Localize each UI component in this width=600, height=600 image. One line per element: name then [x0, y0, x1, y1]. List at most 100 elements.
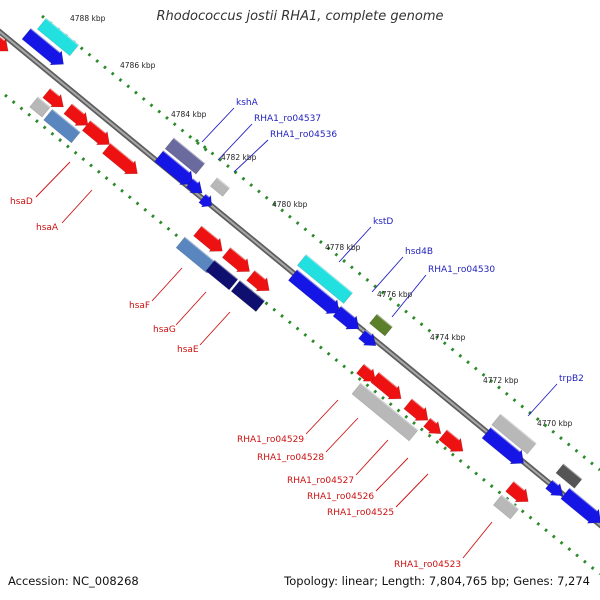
gene-slate-1 — [164, 137, 206, 175]
gene-gray-3 — [351, 382, 419, 442]
gene-red-12 — [438, 428, 464, 452]
gene-cyan-top-shine — [45, 17, 80, 46]
gene-red-3-shape — [81, 120, 110, 146]
leader-blue — [527, 383, 558, 417]
gene-red-3-shine — [89, 119, 107, 134]
gene-blue-7-shape — [358, 329, 377, 347]
gene-slate-1-shape — [164, 137, 206, 175]
gene-label-hsd4b: hsd4B — [405, 247, 433, 257]
gene-label-rha1_ro04530: RHA1_ro04530 — [428, 265, 495, 275]
leader-red — [462, 521, 493, 559]
gene-red-4-shine — [110, 142, 135, 164]
gene-olive-1-shine — [376, 313, 394, 328]
leader-blue — [391, 274, 427, 318]
gene-red-2-shine — [71, 102, 86, 115]
gene-label-kstd: kstD — [373, 217, 393, 227]
accession-text: Accession: NC_008268 — [8, 574, 139, 588]
gene-label-rha1_ro04523: RHA1_ro04523 — [394, 560, 461, 570]
gene-red-13-shape — [505, 480, 529, 503]
gene-steel-1-shape — [43, 108, 81, 144]
leader-red — [355, 439, 389, 476]
leader-blue — [338, 226, 372, 263]
gene-gray-4 — [491, 413, 537, 455]
gene-features — [0, 17, 600, 524]
gene-red-6-shape — [221, 247, 250, 273]
gene-cyan-2 — [296, 253, 354, 304]
gene-red-9-shine — [378, 371, 399, 389]
leader-red — [35, 161, 71, 198]
gene-red-10-shine — [411, 397, 426, 410]
topology-text: Topology: linear; Length: 7,804,765 bp; … — [284, 574, 590, 588]
gene-label-trpb2: trpB2 — [559, 374, 584, 384]
gene-red-9 — [370, 371, 402, 400]
gene-gray-1 — [29, 96, 51, 118]
gene-slate-1-shine — [173, 137, 206, 165]
gene-red-11 — [423, 417, 442, 435]
ruler-line-1 — [195, 138, 600, 472]
leader-red — [375, 457, 409, 492]
gene-gray-4-shape — [491, 413, 537, 455]
gene-red-1-shape — [42, 87, 64, 108]
gene-dark-1 — [555, 462, 583, 489]
gene-gray-3-shape — [351, 382, 419, 442]
gene-blue-7 — [358, 329, 377, 347]
gene-red-3 — [81, 119, 110, 146]
gene-red-1-shine — [49, 87, 61, 97]
gene-blue-9-shape — [545, 479, 564, 497]
gene-cyan-2-shape — [296, 254, 354, 304]
gene-red-11-shine — [429, 417, 438, 424]
gene-red-4-shape — [101, 142, 138, 175]
gene-red-11-shape — [423, 417, 442, 435]
gene-blue-top-shape — [21, 27, 64, 66]
gene-label-hsaa: hsaA — [36, 223, 59, 233]
label-leaders — [35, 107, 558, 559]
gene-navy-1 — [205, 259, 239, 291]
leader-red — [325, 417, 359, 453]
gene-blue-6 — [332, 305, 360, 330]
gene-red-9-shape — [370, 371, 402, 400]
gene-label-hsaf: hsaF — [129, 301, 150, 311]
gene-blue-5 — [287, 268, 340, 314]
leader-blue — [217, 123, 253, 161]
gene-blue-10-shape — [560, 487, 600, 524]
gene-red-8-shine — [363, 363, 373, 372]
gene-olive-1-shape — [369, 313, 393, 337]
gene-red-8 — [356, 363, 377, 382]
gene-blue-3-shape — [185, 178, 203, 194]
gene-red-5-shape — [193, 225, 223, 252]
gene-blue-2-shine — [162, 149, 191, 173]
gene-label-rha1_ro04527: RHA1_ro04527 — [287, 476, 354, 486]
gene-red-13-shine — [513, 480, 526, 492]
leader-red — [151, 267, 183, 302]
leader-red — [199, 311, 231, 346]
gene-red-8-shape — [356, 363, 377, 382]
gene-red-10 — [403, 397, 429, 421]
gene-blue-top-shine — [30, 27, 61, 54]
gene-blue-2 — [154, 149, 194, 185]
leader-red — [175, 291, 207, 326]
gene-gray-1-shine — [37, 96, 51, 108]
gene-blue-5-shine — [296, 268, 337, 303]
leader-red — [395, 473, 429, 508]
gene-blue-7-shine — [364, 329, 373, 336]
gene-blue-top — [21, 27, 64, 66]
leader-red — [305, 399, 339, 435]
kbp-label: 4770 kbp — [537, 419, 573, 428]
gene-red-5-shine — [201, 225, 220, 241]
gene-gray-4-shine — [500, 413, 537, 444]
gene-cyan-top — [36, 17, 80, 57]
gene-label-rha1_ro04525: RHA1_ro04525 — [327, 508, 394, 518]
gene-gray-2-shine — [216, 176, 231, 189]
gene-navy-2-shine — [239, 279, 266, 302]
gene-red-13 — [505, 480, 529, 503]
gene-blue-4 — [198, 193, 212, 208]
gene-label-rha1_ro04536: RHA1_ro04536 — [270, 130, 337, 140]
gene-red-7-shine — [254, 269, 267, 281]
gene-red-6-shine — [229, 246, 247, 261]
gene-dark-1-shine — [562, 462, 583, 480]
gene-blue-3 — [185, 177, 203, 194]
gene-gray-1-shape — [29, 96, 51, 118]
kbp-label: 4780 kbp — [272, 200, 308, 209]
